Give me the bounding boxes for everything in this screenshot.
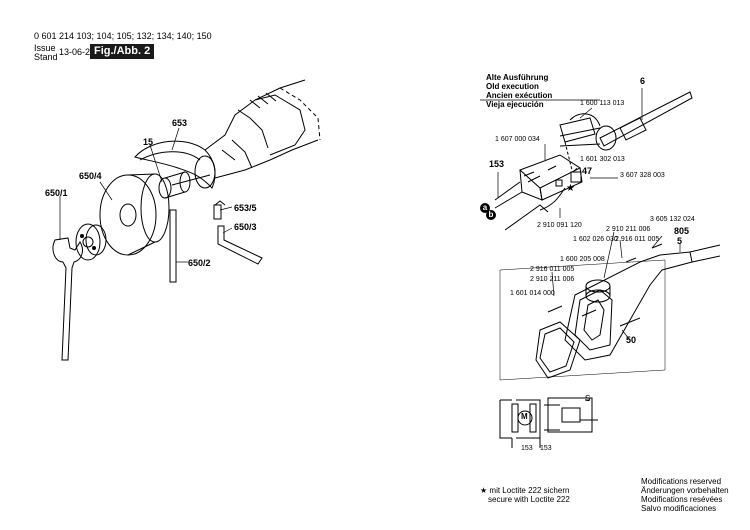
label-653: 653: [172, 118, 188, 128]
label-47: 47: [582, 166, 593, 176]
circle-b: b: [486, 204, 496, 222]
circuit-diagram: [499, 397, 598, 448]
label-5: 5: [677, 236, 683, 246]
old-exec-es: Vieja ejecución: [486, 100, 544, 109]
switch-1607000034: [494, 117, 596, 231]
label-650-3: 650/3: [234, 222, 257, 232]
modifications-note: Modifications reserved Änderungen vorbeh…: [641, 477, 729, 513]
rod-650-2: [169, 209, 177, 283]
label-2916011005-a: 2 916 011 005: [615, 236, 660, 243]
label-50: 50: [626, 335, 637, 345]
old-exec-en: Old execution: [486, 82, 539, 91]
loctite-line-de: ★ mit Loctite 222 sichern: [480, 486, 570, 495]
loctite-star: ★: [480, 486, 488, 495]
model-numbers: 0 601 214 103; 104; 105; 132; 134; 140; …: [34, 31, 212, 41]
modifications-en: Modifications reserved: [641, 477, 722, 486]
hex-key-650-3: [217, 225, 263, 265]
label-153: 153: [489, 159, 505, 169]
issue-label: Issue: [34, 43, 56, 53]
loctite-line-en: secure with Loctite 222: [488, 495, 570, 504]
spanner-650-1: [52, 237, 83, 361]
gear-1600205008: [585, 279, 611, 303]
clamping-nut: [75, 223, 107, 261]
old-exec-fr: Ancien exécution: [486, 91, 553, 100]
grinder-body: [204, 79, 321, 179]
label-1602026030: 1 602 026 030: [573, 236, 618, 243]
spindle-flange-15: [158, 171, 211, 199]
label-1601014000: 1 601 014 000: [510, 290, 555, 297]
modifications-de: Änderungen vorbehalten: [641, 486, 729, 495]
end-cap-1601014000: [535, 321, 581, 379]
switch-s-label: S: [585, 394, 591, 403]
modifications-fr: Modifications resévées: [641, 495, 723, 504]
circle-a: a: [480, 197, 490, 215]
label-1600113013: 1 600 113 013: [580, 100, 625, 107]
label-805: 805: [674, 226, 690, 236]
label-1607000034: 1 607 000 034: [495, 136, 540, 143]
label-2916011005-b: 2 916 011 005: [530, 266, 575, 273]
label-650-2: 650/2: [188, 258, 211, 268]
motor-symbol: M: [521, 412, 528, 421]
loctite-de: mit Loctite 222 sichern: [489, 486, 570, 495]
label-2910091120: 2 910 091 120: [537, 222, 582, 229]
circuit-label-153-b: 153: [540, 445, 552, 452]
label-650-4: 650/4: [79, 171, 102, 181]
figure-label: Fig./Abb. 2: [90, 44, 155, 59]
old-exec-de: Alte Ausführung: [486, 73, 549, 82]
label-3607328003: 3 607 328 003: [620, 172, 665, 179]
brush-holder-47: [555, 171, 582, 187]
label-6: 6: [640, 76, 646, 86]
grinding-wheel-650-4: [99, 173, 170, 256]
stand-label: Stand: [34, 52, 58, 62]
label-15: 15: [143, 137, 154, 147]
label-2910211006-a: 2 910 211 006: [606, 226, 651, 233]
issue-date: 13-06-27: [59, 47, 96, 57]
label-2910211006-b: 2 910 211 006: [530, 276, 575, 283]
screws: [547, 243, 663, 327]
label-1601302013: 1 601 302 013: [580, 156, 625, 163]
old-execution-note: Alte Ausführung Old execution Ancien exé…: [486, 73, 552, 109]
star-marker: ★: [566, 183, 575, 194]
loctite-note: ★ mit Loctite 222 sichern secure with Lo…: [480, 486, 570, 504]
screw-653-5: [213, 200, 226, 220]
circuit-label-153-a: 153: [521, 445, 533, 452]
label-3605132024: 3 605 132 024: [650, 216, 695, 223]
label-653-5: 653/5: [234, 203, 257, 213]
label-650-1: 650/1: [45, 188, 68, 198]
modifications-es: Salvo modificaciones: [641, 504, 717, 513]
label-1600205008: 1 600 205 008: [560, 256, 605, 263]
wheel-guard-653: [134, 140, 216, 189]
